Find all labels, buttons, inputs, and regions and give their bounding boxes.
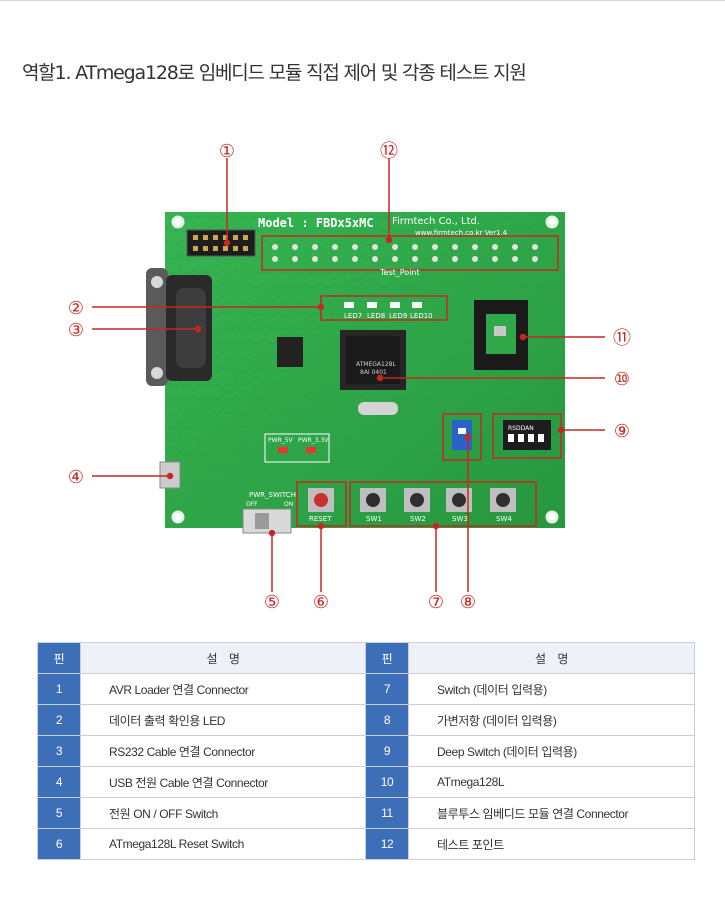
- pwr-switch-label: PWR_SWITCH: [249, 491, 296, 499]
- switch-row: SW1 SW2 SW3 SW4: [349, 481, 537, 527]
- pwr-33v-label: PWR_3.3V: [298, 437, 329, 444]
- pin-description: USB 전원 Cable 연결 Connector: [80, 766, 366, 798]
- pin-description-table: 핀 설 명 핀 설 명 1 AVR Loader 연결 Connector 7 …: [37, 642, 695, 860]
- pin-number: 6: [37, 828, 81, 860]
- pin-description: 가변저항 (데이터 입력용): [408, 704, 695, 736]
- pin-number: 12: [365, 828, 409, 860]
- pin-description: ATmega128L Reset Switch: [80, 828, 366, 860]
- header-pin-left: 핀: [37, 642, 81, 674]
- callout-3: ③: [68, 320, 84, 341]
- sw2-label: SW2: [410, 515, 426, 523]
- table-row: 6 ATmega128L Reset Switch 12 테스트 포인트: [37, 828, 695, 860]
- board-model: Model : FBDx5xMC: [258, 216, 374, 230]
- pin-number: 8: [365, 704, 409, 736]
- callout-11: ⑪: [613, 328, 631, 349]
- sw4-label: SW4: [496, 515, 512, 523]
- mount-holes: [171, 215, 559, 524]
- pin-description: Deep Switch (데이터 입력용): [408, 735, 695, 767]
- potentiometer: [442, 413, 482, 461]
- board-figure: Model : FBDx5xMC Firmtech Co., Ltd. www.…: [68, 141, 631, 613]
- test-point-strip: Test_Point: [261, 235, 559, 277]
- power-switch: PWR_SWITCH OFF ON: [242, 491, 296, 534]
- callout-8: ⑧: [460, 592, 476, 613]
- db9-connector: [146, 268, 212, 386]
- top-divider: [0, 0, 725, 1]
- pin-number: 7: [365, 673, 409, 705]
- test-point-label: Test_Point: [379, 268, 420, 277]
- chip-label: ATMEGA128L: [356, 361, 396, 368]
- max232-ic: [277, 337, 303, 367]
- callout-5: ⑤: [264, 592, 280, 613]
- pin-number: 5: [37, 797, 81, 829]
- callout-1: ①: [219, 141, 235, 162]
- pin-description: RS232 Cable 연결 Connector: [80, 735, 366, 767]
- pin-number: 4: [37, 766, 81, 798]
- board-brand: Firmtech Co., Ltd.: [392, 216, 480, 227]
- table-row: 1 AVR Loader 연결 Connector 7 Switch (데이터 …: [37, 673, 695, 705]
- pin-description: Switch (데이터 입력용): [408, 673, 695, 705]
- sw3-label: SW3: [452, 515, 468, 523]
- sw1-label: SW1: [366, 515, 382, 523]
- page-title: 역할1. ATmega128로 임베디드 모듈 직접 제어 및 각종 테스트 지…: [22, 62, 527, 84]
- reset-button: RESET: [296, 481, 347, 527]
- led-row: LED7 LED8 LED9 LED10: [320, 295, 448, 321]
- pin-number: 1: [37, 673, 81, 705]
- callout-12: ⑫: [380, 141, 398, 162]
- callout-4: ④: [68, 467, 84, 488]
- led9-label: LED9: [389, 312, 407, 320]
- callout-numbers: ① ⑫ ② ③ ④ ⑤ ⑥ ⑦ ⑧ ⑨ ⑩ ⑪: [68, 141, 631, 613]
- led10-label: LED10: [410, 312, 433, 320]
- board-url: www.firmtech.co.kr Ver1.4: [415, 229, 508, 237]
- pin-number: 2: [37, 704, 81, 736]
- table-row: 5 전원 ON / OFF Switch 11 블루투스 임베디드 모듈 연결 …: [37, 797, 695, 829]
- pin-description: 테스트 포인트: [408, 828, 695, 860]
- led8-label: LED8: [367, 312, 385, 320]
- pin-number: 11: [365, 797, 409, 829]
- dip-switch: RSDDAN: [492, 413, 562, 459]
- pin-description: 데이터 출력 확인용 LED: [80, 704, 366, 736]
- chip-sub: 8AI 0401: [360, 369, 387, 376]
- pin-description: 블루투스 임베디드 모듈 연결 Connector: [408, 797, 695, 829]
- pin-description: 전원 ON / OFF Switch: [80, 797, 366, 829]
- pwr-on-label: ON: [284, 501, 293, 508]
- table-header-row: 핀 설 명 핀 설 명: [37, 642, 695, 674]
- pin-number: 9: [365, 735, 409, 767]
- crystal: [358, 402, 398, 415]
- pwr-off-label: OFF: [246, 501, 258, 508]
- table-row: 2 데이터 출력 확인용 LED 8 가변저항 (데이터 입력용): [37, 704, 695, 736]
- header-pin-right: 핀: [365, 642, 409, 674]
- callout-7: ⑦: [428, 592, 444, 613]
- callout-2: ②: [68, 298, 84, 319]
- pin-number: 3: [37, 735, 81, 767]
- power-led-box: PWR_5V PWR_3.3V: [264, 433, 330, 463]
- callout-9: ⑨: [614, 421, 630, 442]
- callout-6: ⑥: [313, 592, 329, 613]
- dip-label: RSDDAN: [508, 425, 534, 432]
- pin-description: ATmega128L: [408, 766, 695, 798]
- bt-socket: [474, 300, 528, 370]
- pin-description: AVR Loader 연결 Connector: [80, 673, 366, 705]
- isp-header: [186, 229, 256, 257]
- header-desc-right: 설 명: [408, 642, 695, 674]
- callout-lines: [92, 158, 605, 592]
- callout-10: ⑩: [614, 369, 630, 390]
- reset-label: RESET: [309, 515, 332, 523]
- header-desc-left: 설 명: [80, 642, 366, 674]
- led7-label: LED7: [344, 312, 362, 320]
- pin-number: 10: [365, 766, 409, 798]
- atmega-chip: ATMEGA128L 8AI 0401: [340, 330, 406, 390]
- pwr-5v-label: PWR_5V: [268, 437, 294, 444]
- table-row: 3 RS232 Cable 연결 Connector 9 Deep Switch…: [37, 735, 695, 767]
- table-row: 4 USB 전원 Cable 연결 Connector 10 ATmega128…: [37, 766, 695, 798]
